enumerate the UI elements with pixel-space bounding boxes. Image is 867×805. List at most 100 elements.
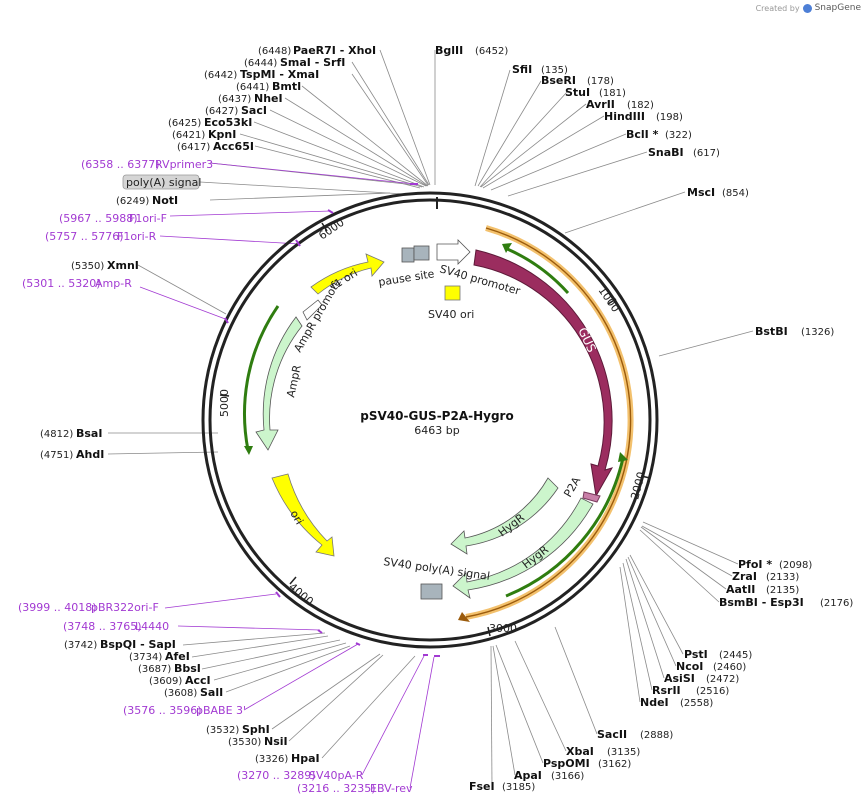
enzyme-pos: (6448) bbox=[258, 46, 291, 57]
enzyme-name: KpnI bbox=[208, 128, 236, 141]
enzyme-name: SalI bbox=[200, 686, 223, 699]
enzyme-name: Acc65I bbox=[213, 140, 254, 153]
enzyme-name: SfiI bbox=[512, 63, 532, 76]
enzyme-pos: (3532) bbox=[206, 725, 239, 736]
enzyme-name: AccI bbox=[185, 674, 211, 687]
enzyme-pos: (3135) bbox=[607, 747, 640, 758]
enzyme-name: BclI * bbox=[626, 128, 659, 141]
primer-range: (5967 .. 5988) bbox=[59, 212, 138, 225]
enzyme-name: BmtI bbox=[272, 80, 301, 93]
feature-label-sv40-polya: SV40 poly(A) signal bbox=[383, 555, 491, 583]
enzyme-name: BstBI bbox=[755, 325, 788, 338]
feature-label-pause-site: pause site bbox=[377, 267, 435, 289]
enzyme-name: NheI bbox=[254, 92, 283, 105]
enzyme-pos: (6437) bbox=[218, 94, 251, 105]
enzyme-name: BsaI bbox=[76, 427, 102, 440]
enzyme-name: NdeI bbox=[640, 696, 669, 709]
enzyme-name: BsmBI - Esp3I bbox=[719, 596, 804, 609]
enzyme-pos: (181) bbox=[599, 88, 626, 99]
enzyme-name: XbaI bbox=[566, 745, 594, 758]
enzyme-pos: (3162) bbox=[598, 759, 631, 770]
scale-ticks bbox=[219, 222, 651, 637]
primer-name: pBR322ori-F bbox=[91, 601, 159, 614]
enzyme-name: FseI bbox=[469, 780, 495, 793]
feature-label-p2a: P2A bbox=[561, 474, 583, 499]
enzyme-pos: (3326) bbox=[255, 754, 288, 765]
enzyme-name: AatII bbox=[726, 583, 755, 596]
enzyme-name: BseRI bbox=[541, 74, 576, 87]
enzyme-pos: (4751) bbox=[40, 450, 73, 461]
enzyme-pos: (6417) bbox=[177, 142, 210, 153]
enzyme-name: SacII bbox=[597, 728, 627, 741]
enzyme-name: PaeR7I - XhoI bbox=[293, 44, 376, 57]
orf-gus-green bbox=[502, 243, 570, 295]
enzyme-pos: (1326) bbox=[801, 327, 834, 338]
enzyme-name: BglII bbox=[435, 44, 463, 57]
enzyme-pos: (2888) bbox=[640, 730, 673, 741]
enzyme-name: PstI bbox=[684, 648, 708, 661]
enzyme-pos: (3530) bbox=[228, 737, 261, 748]
feature-f1-ori: f1 ori bbox=[310, 253, 385, 295]
enzyme-name: BbsI bbox=[174, 662, 201, 675]
plasmid-length: 6463 bp bbox=[414, 424, 459, 437]
primer-name: F1ori-R bbox=[117, 230, 157, 243]
enzyme-pos: (6421) bbox=[172, 130, 205, 141]
credit-prefix: Created by bbox=[755, 3, 800, 13]
enzyme-pos: (3185) bbox=[502, 782, 535, 793]
leader-lines bbox=[107, 49, 754, 787]
enzyme-pos: (6425) bbox=[168, 118, 201, 129]
orf-ampr-green bbox=[243, 305, 280, 455]
credit-brand: SnapGene bbox=[814, 3, 861, 13]
enzyme-name: NsiI bbox=[264, 735, 288, 748]
enzyme-name: HpaI bbox=[291, 752, 320, 765]
enzyme-name: SphI bbox=[242, 723, 270, 736]
enzyme-pos: (2460) bbox=[713, 662, 746, 673]
enzyme-pos: (2133) bbox=[766, 572, 799, 583]
enzyme-name: PspOMI bbox=[543, 757, 590, 770]
primer-range: (5757 .. 5776) bbox=[45, 230, 124, 243]
tick-label-5000: 5000 bbox=[218, 389, 231, 417]
enzyme-pos: (3734) bbox=[129, 652, 162, 663]
enzyme-name: AsiSI bbox=[664, 672, 695, 685]
enzyme-pos: (6442) bbox=[204, 70, 237, 81]
enzyme-pos: (6249) bbox=[116, 196, 149, 207]
enzyme-name: SnaBI bbox=[648, 146, 684, 159]
primer-marks bbox=[224, 183, 440, 657]
enzyme-pos: (4812) bbox=[40, 429, 73, 440]
enzyme-name: XmnI bbox=[107, 259, 139, 272]
feature-label-ori: ori bbox=[287, 508, 305, 527]
enzyme-pos: (6441) bbox=[236, 82, 269, 93]
primer-name: RVprimer3 bbox=[155, 158, 213, 171]
enzyme-name: HindIII bbox=[604, 110, 645, 123]
enzyme-pos: (6427) bbox=[205, 106, 238, 117]
primer-leader-lines bbox=[139, 162, 435, 789]
feature-label-sv40-ori: SV40 ori bbox=[428, 308, 474, 321]
enzyme-name: StuI bbox=[565, 86, 590, 99]
feature-sv40-ori: SV40 ori bbox=[428, 285, 474, 321]
primer-range: (3216 .. 3235) bbox=[297, 782, 376, 795]
enzyme-pos: (617) bbox=[693, 148, 720, 159]
primer-range: (3999 .. 4018) bbox=[18, 601, 97, 614]
plasmid-name: pSV40-GUS-P2A-Hygro bbox=[360, 409, 513, 423]
enzyme-name: AhdI bbox=[76, 448, 104, 461]
primer-name: F1ori-F bbox=[129, 212, 167, 225]
enzyme-pos: (5350) bbox=[71, 261, 104, 272]
primer-name: Amp-R bbox=[95, 277, 132, 290]
backbone bbox=[201, 191, 659, 649]
enzyme-name: RsrII bbox=[652, 684, 681, 697]
enzyme-name: NotI bbox=[152, 194, 178, 207]
feature-sv40-polya: SV40 poly(A) signal bbox=[383, 555, 491, 600]
primer-range: (3576 .. 3596) bbox=[123, 704, 202, 717]
primer-range: (5301 .. 5320) bbox=[22, 277, 101, 290]
enzyme-name: Eco53kI bbox=[204, 116, 252, 129]
primer-name: L4440 bbox=[135, 620, 169, 633]
feature-ori: ori bbox=[271, 473, 335, 557]
enzyme-pos: (2445) bbox=[719, 650, 752, 661]
enzyme-pos: (6444) bbox=[244, 58, 277, 69]
polya-callout-label: poly(A) signal bbox=[126, 176, 201, 189]
enzyme-name: AfeI bbox=[165, 650, 190, 663]
enzyme-name: TspMI - XmaI bbox=[240, 68, 319, 81]
primer-labels: (6358 .. 6377) RVprimer3 (5967 .. 5988) … bbox=[18, 158, 413, 795]
enzyme-labels-right: BglII (6452) SfiI (135) BseRI (178) StuI… bbox=[435, 44, 853, 793]
